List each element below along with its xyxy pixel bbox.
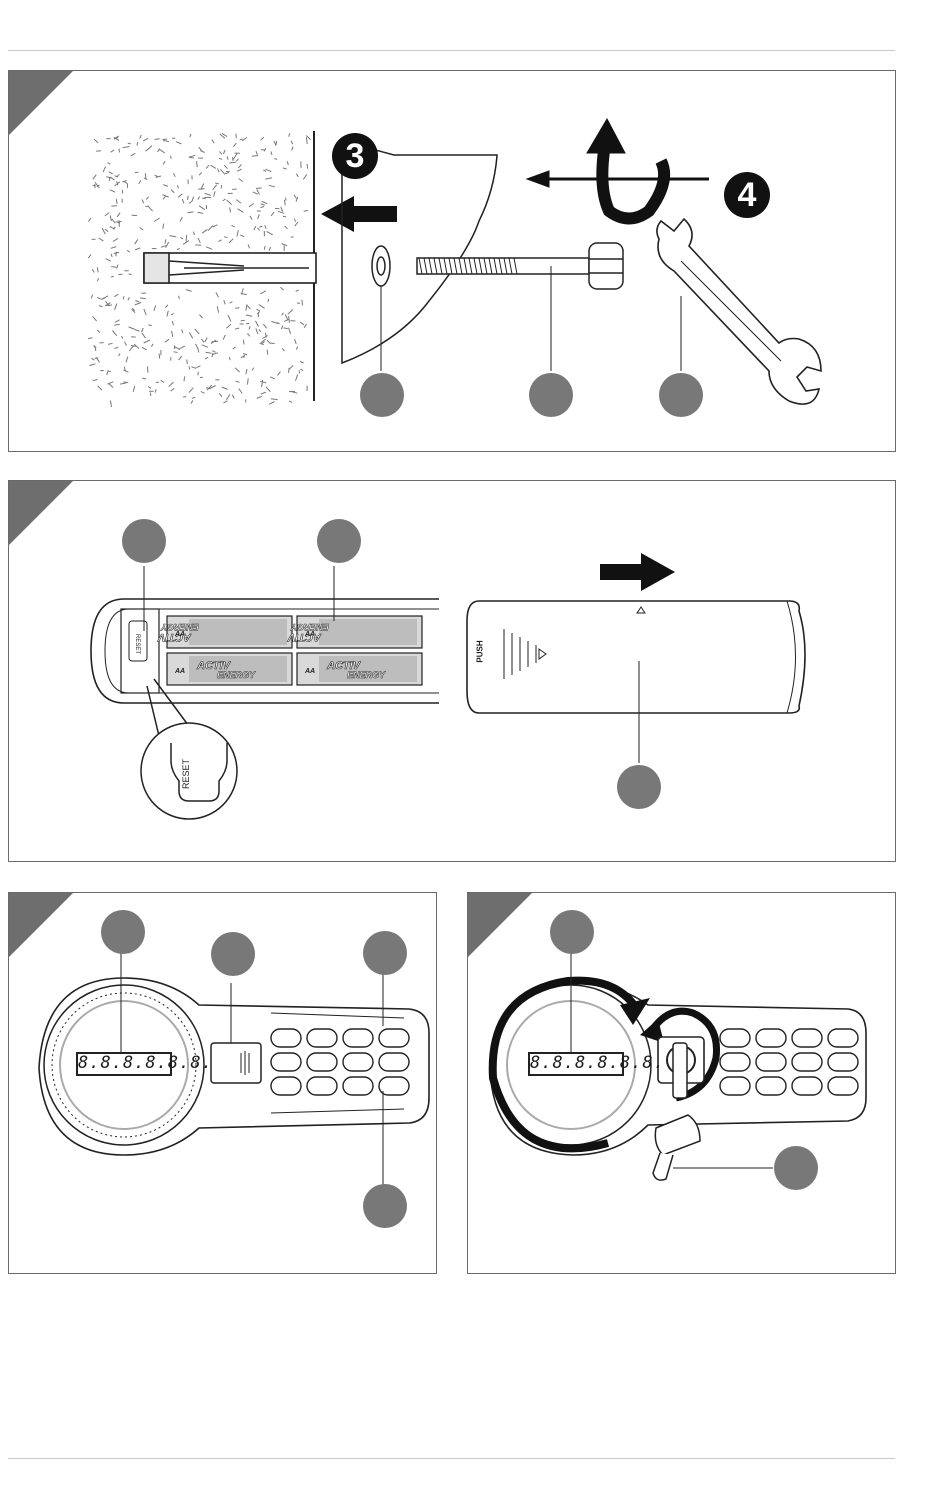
keypad-panel: 8.8.8.8.8.8. (8, 892, 437, 1274)
key-cover (211, 1043, 261, 1083)
svg-text:ENERGY: ENERGY (217, 670, 256, 680)
keypad-key (792, 1077, 822, 1095)
bottom-rule (8, 1458, 895, 1459)
mounting-panel: 3 4 (8, 70, 896, 452)
keypad-key (756, 1029, 786, 1047)
step-3-badge: 3 (332, 133, 378, 179)
push-arrow-left (321, 196, 397, 232)
keypad-key (379, 1053, 409, 1071)
keypad-key (307, 1053, 337, 1071)
keypad-display: 8.8.8.8.8.8. (76, 1052, 172, 1076)
svg-text:AA: AA (304, 668, 315, 675)
mounting-illustration (9, 71, 896, 452)
keypad-key (828, 1053, 858, 1071)
callout-emergency-key (774, 1146, 818, 1190)
keypad-key (792, 1029, 822, 1047)
keypad-key (756, 1053, 786, 1071)
keypad-key (271, 1053, 301, 1071)
washer-part (372, 246, 390, 286)
keypad-key (756, 1077, 786, 1095)
callout-dial (550, 910, 594, 954)
step-4-badge: 4 (724, 172, 770, 218)
key-lock-display: 8.8.8.8.8.8. (528, 1052, 624, 1076)
callout-batteries (317, 519, 361, 563)
keypad-key (343, 1077, 373, 1095)
callout-key-cover (211, 932, 255, 976)
keypad-key (720, 1053, 750, 1071)
battery-cover (467, 601, 805, 713)
keypad-key (828, 1077, 858, 1095)
keypad-key (792, 1053, 822, 1071)
keypad-key (828, 1029, 858, 1047)
top-rule (8, 50, 895, 51)
callout-bolt (529, 373, 573, 417)
keypad-key (343, 1053, 373, 1071)
keypad-key (307, 1077, 337, 1095)
callout-washer (360, 373, 404, 417)
svg-text:AA: AA (174, 668, 185, 675)
callout-battery-cover (617, 765, 661, 809)
keypad-key (720, 1077, 750, 1095)
keypad-key (379, 1029, 409, 1047)
callout-keypad-bottom (363, 1184, 407, 1228)
push-label: PUSH (476, 640, 485, 662)
callout-reset-button (122, 519, 166, 563)
keypad-key (343, 1029, 373, 1047)
svg-text:ENERGY: ENERGY (347, 670, 386, 680)
key-lock-panel: 8.8.8.8.8.8. (467, 892, 896, 1274)
callout-wrench (659, 373, 703, 417)
reset-zoom (141, 679, 237, 819)
bolt-part (417, 243, 623, 289)
keypad-key (307, 1029, 337, 1047)
keypad-key (271, 1077, 301, 1095)
keypad-key (271, 1029, 301, 1047)
svg-text:AA: AA (174, 631, 185, 638)
callout-keypad-top (363, 931, 407, 975)
callout-dial (101, 910, 145, 954)
slide-arrow-right (600, 553, 675, 591)
key-lock-illustration (468, 893, 896, 1274)
keypad-key (720, 1029, 750, 1047)
svg-text:AA: AA (304, 631, 315, 638)
rotation-arrow (527, 119, 709, 219)
wall-anchor (144, 253, 316, 283)
reset-label-small: RESET (134, 634, 140, 654)
reset-label-zoom: RESET (181, 759, 191, 789)
